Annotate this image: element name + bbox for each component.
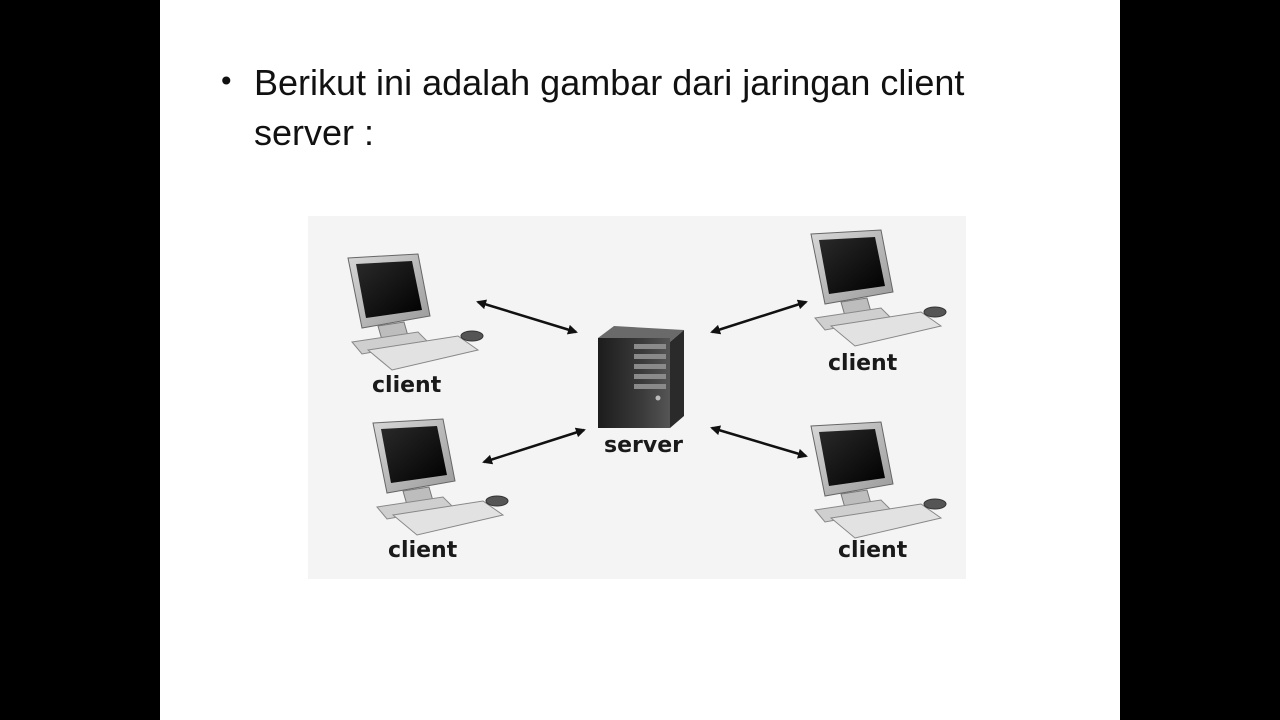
client-label-top-right: client xyxy=(828,351,898,376)
client-top-right-icon xyxy=(810,229,947,347)
arrow-top-right xyxy=(710,299,808,335)
bullet-icon: • xyxy=(218,65,235,98)
server-label: server xyxy=(604,433,683,458)
arrow-bottom-right xyxy=(710,425,808,459)
client-bottom-right-icon xyxy=(810,421,947,539)
client-label-bottom-left: client xyxy=(388,538,458,563)
client-label-top-left: client xyxy=(372,373,442,398)
arrow-top-left xyxy=(476,299,578,335)
client-top-left-icon xyxy=(347,253,484,371)
client-bottom-left-icon xyxy=(372,418,509,536)
bullet-text: Berikut ini adalah gambar dari jaringan … xyxy=(254,62,965,153)
network-diagram: client client server client client xyxy=(308,216,966,579)
arrow-bottom-left xyxy=(482,427,586,465)
bullet-item: • Berikut ini adalah gambar dari jaringa… xyxy=(218,58,1058,158)
client-label-bottom-right: client xyxy=(838,538,908,563)
slide: • Berikut ini adalah gambar dari jaringa… xyxy=(160,0,1120,720)
connection-arrows xyxy=(476,299,808,465)
server-icon xyxy=(598,326,684,428)
